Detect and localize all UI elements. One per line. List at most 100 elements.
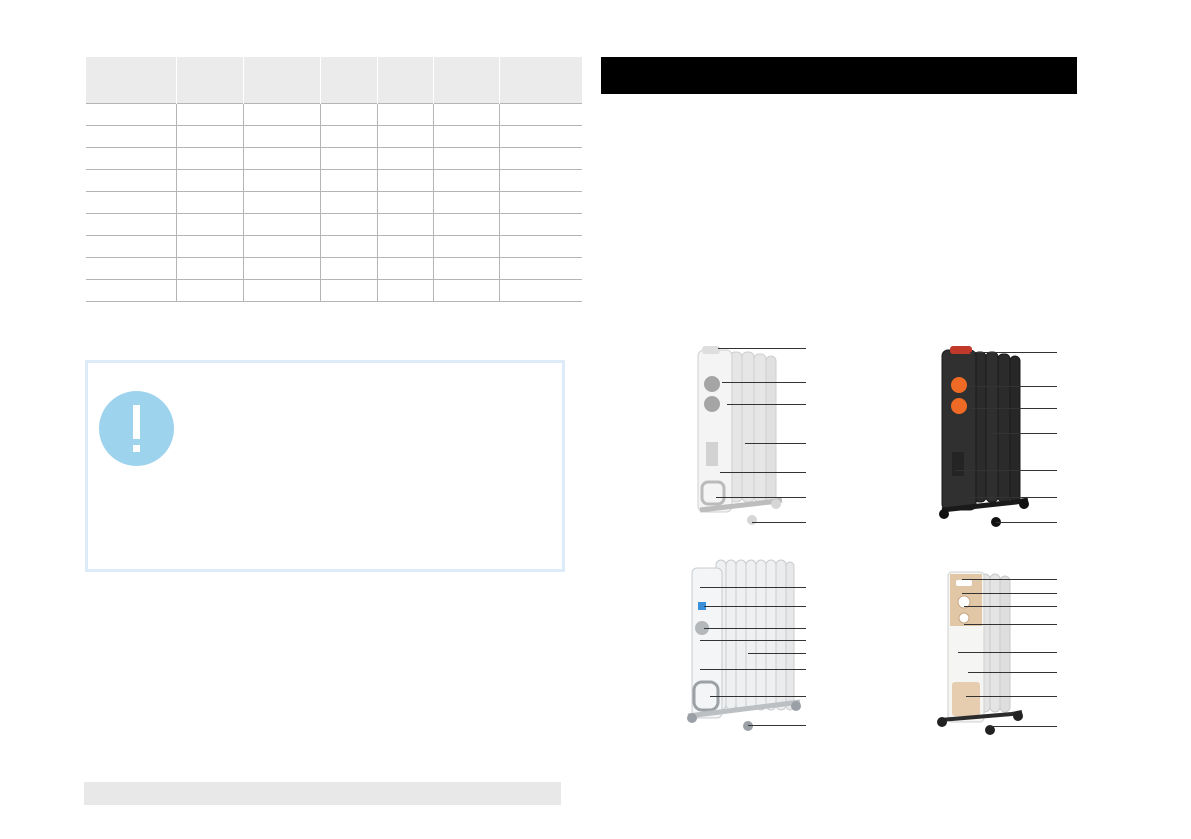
table-cell <box>433 213 500 236</box>
wheel <box>937 717 947 727</box>
table-cell <box>176 279 244 302</box>
wheel <box>791 701 801 711</box>
table-cell <box>243 125 321 148</box>
table-cell <box>499 147 582 170</box>
thermostat-knob <box>695 621 709 635</box>
callout-line <box>704 606 806 607</box>
table-row <box>86 191 582 214</box>
top-handle <box>950 346 972 354</box>
mode-knob <box>958 612 970 624</box>
table-cell <box>499 169 582 192</box>
callout-line <box>700 587 806 588</box>
table-row <box>86 257 582 280</box>
radiator-fins <box>729 351 777 503</box>
callout-line <box>992 433 1057 434</box>
power-switch <box>956 580 972 586</box>
callout-line <box>970 352 1057 353</box>
table-cell <box>377 169 434 192</box>
callout-line <box>700 669 806 670</box>
table-row <box>86 125 582 148</box>
callout-line <box>748 653 806 654</box>
table-cell <box>377 235 434 258</box>
table-cell <box>320 235 378 258</box>
table-row <box>86 147 582 170</box>
vent-grille <box>952 452 964 476</box>
callout-line <box>966 497 1057 498</box>
callout-line <box>964 606 1057 607</box>
table-cell <box>377 279 434 302</box>
table-cell <box>243 191 321 214</box>
vent-grille <box>706 442 718 466</box>
thermostat-knob <box>951 377 967 393</box>
table-cell <box>433 257 500 280</box>
table-cell <box>176 103 244 126</box>
table-cell <box>433 191 500 214</box>
callout-line <box>718 348 806 349</box>
table-cell <box>499 235 582 258</box>
wheel <box>687 713 697 723</box>
warning-box <box>85 360 565 572</box>
radiator-fins <box>715 559 795 711</box>
table-cell <box>86 213 177 236</box>
table-header-cell <box>86 57 177 104</box>
table-cell <box>433 125 500 148</box>
callout-line <box>968 408 1057 409</box>
table-row <box>86 279 582 302</box>
callout-line <box>962 593 1057 594</box>
table-header-cell <box>243 57 321 104</box>
exclamation-icon <box>99 391 174 466</box>
callout-line <box>964 624 1057 625</box>
power-knob <box>951 398 967 414</box>
table-cell <box>433 147 500 170</box>
table-row <box>86 213 582 236</box>
control-panel <box>941 349 977 511</box>
table-cell <box>86 103 177 126</box>
table-cell <box>320 125 378 148</box>
wheel <box>985 725 995 735</box>
callout-line <box>996 522 1057 523</box>
table-cell <box>320 257 378 280</box>
table-cell <box>86 191 177 214</box>
table-cell <box>320 213 378 236</box>
table-cell <box>433 103 500 126</box>
thermostat-knob <box>957 595 971 609</box>
callout-line <box>962 579 1057 580</box>
table-cell <box>320 147 378 170</box>
top-handle <box>702 346 720 354</box>
wheel <box>939 509 949 519</box>
table-cell <box>499 213 582 236</box>
table-cell <box>377 103 434 126</box>
callout-line <box>704 628 806 629</box>
table-cell <box>499 103 582 126</box>
thermostat-knob <box>704 376 720 392</box>
callout-line <box>966 696 1057 697</box>
tall-white-heater-illustration <box>687 559 801 731</box>
table-row <box>86 103 582 126</box>
table-cell <box>320 191 378 214</box>
wheel <box>1013 711 1023 721</box>
table-cell <box>320 169 378 192</box>
callout-line <box>716 497 806 498</box>
table-cell <box>377 191 434 214</box>
table-cell <box>320 279 378 302</box>
table-cell <box>176 213 244 236</box>
table-cell <box>243 213 321 236</box>
table-cell <box>176 257 244 280</box>
table-cell <box>176 125 244 148</box>
power-knob <box>704 396 720 412</box>
wheel <box>743 721 753 731</box>
table-cell <box>499 191 582 214</box>
table-row <box>86 235 582 258</box>
table-cell <box>86 125 177 148</box>
callout-line <box>710 696 806 697</box>
table-cell <box>176 147 244 170</box>
callout-line <box>700 640 806 641</box>
cord-storage <box>952 682 980 716</box>
table-cell <box>499 257 582 280</box>
table-cell <box>499 279 582 302</box>
table-cell <box>433 279 500 302</box>
callout-line <box>955 470 1057 471</box>
table-cell <box>86 235 177 258</box>
table-cell <box>433 235 500 258</box>
footer-bar <box>84 782 561 805</box>
